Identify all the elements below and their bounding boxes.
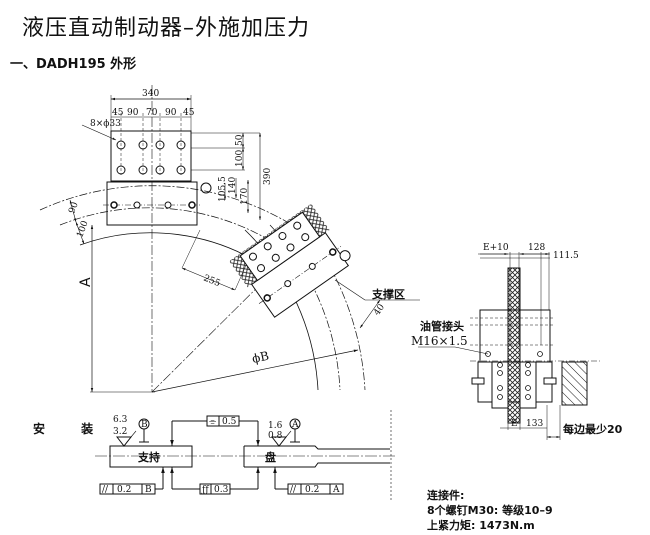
notes-line-1: 8个螺钉M30: 等级10–9 bbox=[427, 504, 553, 517]
datum-a-symbol: A bbox=[291, 420, 299, 430]
dim-255: 255 bbox=[202, 274, 222, 290]
lifting-eye bbox=[200, 182, 212, 194]
page-title: 液压直动制动器–外施加压力 bbox=[22, 16, 311, 41]
notes-line-2: 上紧力矩: 1473N.m bbox=[427, 519, 535, 532]
main-view bbox=[39, 85, 420, 393]
bolt-holes-label: 8×ϕ33 bbox=[90, 119, 121, 129]
symmetry-symbol: ⌯ bbox=[209, 417, 217, 427]
dim-90-left: 90 bbox=[67, 201, 80, 215]
parallel-a-ref: A bbox=[332, 485, 340, 495]
roughness-a-lower: 0.8 bbox=[268, 431, 283, 441]
dim-140: 140 bbox=[228, 177, 238, 194]
brake-disc bbox=[507, 267, 521, 424]
rotated-caliper bbox=[229, 203, 351, 318]
fastener-notes: 连接件: 8个螺钉M30: 等级10–9 上紧力矩: 1473N.m bbox=[427, 488, 553, 533]
support-block bbox=[561, 361, 588, 406]
support-label: 支持 bbox=[137, 450, 160, 464]
support-part bbox=[109, 445, 193, 468]
installation-label: 安 装 bbox=[33, 422, 110, 436]
support-area-label: 支撑区 bbox=[371, 287, 405, 301]
dim-e: E bbox=[511, 419, 518, 429]
dim-spacing-4: 90 bbox=[165, 108, 177, 118]
dim-spacing-5: 45 bbox=[183, 108, 195, 118]
dim-phi-b: ϕB bbox=[251, 349, 271, 366]
datum-b-symbol: B bbox=[141, 420, 148, 430]
bolt-holes bbox=[116, 140, 186, 175]
flatness-tolerance: 0.3 bbox=[214, 485, 229, 495]
dim-50: 50 bbox=[235, 134, 245, 146]
dim-spacing-2: 90 bbox=[127, 108, 139, 118]
roughness-b-upper: 6.3 bbox=[113, 415, 128, 425]
dim-170: 170 bbox=[240, 188, 250, 205]
dim-a: A bbox=[78, 277, 94, 287]
roughness-a-upper: 1.6 bbox=[268, 421, 283, 431]
parallel-a-tolerance: 0.2 bbox=[305, 485, 319, 495]
min-clearance-label: 每边最少20 bbox=[563, 422, 623, 436]
parallel-a-symbol: // bbox=[290, 485, 297, 495]
mounting-plate bbox=[110, 130, 192, 182]
notes-heading: 连接件: bbox=[427, 489, 465, 502]
dim-top-width: 340 bbox=[142, 89, 159, 99]
dim-100: 100 bbox=[235, 150, 245, 167]
parallel-b-ref: B bbox=[145, 485, 152, 495]
dim-spacing-1: 45 bbox=[112, 108, 124, 118]
dim-105-5: 105.5 bbox=[218, 176, 228, 202]
dim-128: 128 bbox=[528, 243, 545, 253]
symmetry-tolerance: 0.5 bbox=[222, 417, 237, 427]
dim-390: 390 bbox=[263, 168, 273, 185]
section-heading: 一、DADH195 外形 bbox=[10, 57, 137, 72]
dim-111-5: 111.5 bbox=[553, 251, 579, 261]
dim-e-plus-10: E+10 bbox=[483, 243, 509, 253]
parallel-b-symbol: // bbox=[102, 485, 109, 495]
oil-port-thread: M16×1.5 bbox=[411, 334, 468, 348]
installation-diagram bbox=[95, 410, 395, 500]
disc-label: 盘 bbox=[265, 450, 276, 464]
parallel-b-tolerance: 0.2 bbox=[117, 485, 131, 495]
dim-100-left: 100 bbox=[75, 219, 90, 239]
oil-port-label: 油管接头 bbox=[420, 319, 464, 333]
side-view bbox=[418, 252, 600, 440]
dim-40: 40 bbox=[372, 302, 387, 317]
dim-spacing-3: 70 bbox=[146, 108, 158, 118]
roughness-b-lower: 3.2 bbox=[113, 427, 127, 437]
dim-133: 133 bbox=[526, 419, 543, 429]
flatness-symbol: ƒƒ bbox=[201, 485, 209, 495]
